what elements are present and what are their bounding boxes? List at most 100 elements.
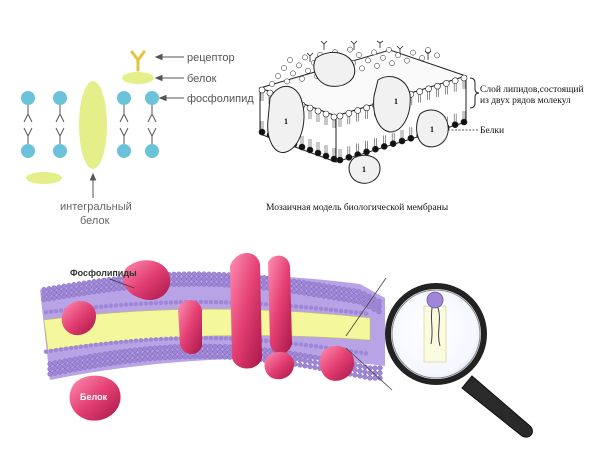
phospholipid-head	[112, 350, 118, 356]
phospholipid-head	[106, 277, 112, 283]
phospholipid-head	[63, 346, 69, 351]
phospholipid-head	[86, 279, 92, 286]
phospholipid-head	[46, 291, 52, 297]
mosaic-proteins	[267, 51, 449, 184]
phospholipid-head	[145, 91, 159, 105]
mosaic-lipid-tail	[308, 111, 312, 119]
phospholipid-head	[152, 355, 158, 361]
phospholipid-head	[182, 354, 188, 360]
mosaic-lipid-head	[306, 104, 314, 112]
phospholipid-head	[171, 281, 177, 287]
phospholipid-head	[351, 298, 357, 304]
phospholipid-head	[43, 310, 49, 315]
phospholipid-head	[201, 271, 207, 277]
phospholipid-head	[172, 354, 178, 360]
phospholipid-head	[98, 342, 104, 347]
phospholipid-head	[191, 276, 197, 282]
phospholipid-head	[306, 285, 312, 292]
phospholipid-head	[357, 363, 363, 369]
phospholipid-head	[196, 276, 202, 282]
phospholipid-head	[303, 305, 309, 310]
phospholipid-head	[371, 301, 377, 307]
phospholipid-head	[357, 373, 363, 379]
phospholipid-head	[137, 357, 143, 363]
phospholipid-tail	[55, 105, 65, 123]
phospholipid-head	[352, 367, 358, 373]
phospholipid-head	[323, 307, 329, 312]
phospholipid-head	[213, 299, 219, 305]
phospholipid-head	[358, 310, 364, 316]
phospholipid-head	[212, 344, 218, 350]
mosaic-lipid-head	[389, 60, 395, 67]
phospholipid-head	[222, 344, 228, 350]
phospholipid-head	[51, 295, 57, 301]
phospholipid-head	[366, 293, 372, 300]
phospholipid-head	[82, 359, 88, 366]
phospholipid-head	[348, 309, 354, 315]
phospholipid-head	[167, 354, 173, 360]
phospholipid-head	[53, 91, 67, 105]
mosaic-lipid-head	[425, 85, 432, 93]
phospholipid-head	[171, 276, 177, 282]
phospholipid-head	[318, 344, 324, 350]
phospholipid-head	[172, 344, 178, 350]
phospholipid-head	[67, 357, 73, 363]
integral-protein-label-line2: белок	[80, 215, 110, 227]
phospholipid-head	[346, 297, 352, 303]
protein-marker-c: 1	[430, 125, 434, 134]
phospholipid-head	[198, 299, 204, 305]
phospholipid-head	[143, 301, 149, 306]
phospholipid-head	[331, 289, 337, 296]
phospholipid-head	[21, 144, 35, 158]
mosaic-lipid-head	[460, 118, 468, 126]
phospholipid-head	[147, 356, 153, 362]
mosaic-lipid-head	[354, 107, 362, 114]
phospholipid-head	[97, 357, 103, 363]
phospholipid-head	[377, 370, 383, 376]
phospholipid-head	[328, 307, 334, 312]
mosaic-lipid-head	[374, 62, 380, 69]
phospholipid-head	[122, 353, 128, 359]
phospholipid-head	[113, 340, 119, 345]
phospholipid-head	[218, 336, 224, 341]
mosaic-lipid-tail	[453, 83, 457, 92]
phospholipid-head	[346, 287, 352, 293]
protein-marker-a: 1	[284, 117, 288, 126]
phospholipid-head	[211, 271, 217, 277]
phospholipid-head	[352, 372, 358, 378]
phospholipid-head	[127, 348, 133, 354]
integral-protein-label-line1: интегральный	[60, 201, 132, 213]
phospholipid-head	[302, 353, 308, 359]
phospholipid-head	[353, 349, 359, 355]
mosaic-lipid-head	[345, 109, 353, 117]
phospholipid-head	[306, 290, 312, 297]
phospholipid-head	[57, 364, 63, 370]
mosaic-lipid-head	[404, 57, 410, 64]
mosaic-lipid-tail	[316, 114, 320, 122]
phospholipid-head	[53, 308, 59, 314]
phospholipid-head	[157, 345, 163, 351]
mosaic-lipid-tail	[365, 110, 368, 119]
phospholipid-head	[108, 303, 114, 309]
phospholipid-head	[66, 282, 72, 289]
phospholipid-head	[263, 301, 269, 307]
mosaic-lipid-head	[345, 153, 353, 161]
phospholipid-head	[58, 308, 64, 313]
phospholipid-head	[162, 349, 168, 356]
phospholipid-head	[313, 344, 319, 349]
mosaic-lipid-tail	[356, 143, 359, 152]
mosaic-lipid-tail	[356, 113, 359, 122]
phospholipid-head	[91, 289, 97, 295]
mosaic-lipid-tail	[260, 93, 264, 101]
phospholipid-head	[133, 301, 139, 307]
phospholipid-head	[313, 306, 319, 311]
phospholipid-head	[186, 276, 192, 282]
phospholipid-head	[356, 294, 362, 300]
phospholipid-head	[123, 339, 129, 344]
phospholipid-head	[173, 336, 179, 341]
phospholipid-head	[336, 290, 342, 297]
mosaic-lipid-tail	[418, 94, 421, 103]
phospholipid-head	[376, 298, 382, 305]
phospholipid-head	[303, 342, 309, 348]
phospholipid-head	[217, 344, 223, 350]
